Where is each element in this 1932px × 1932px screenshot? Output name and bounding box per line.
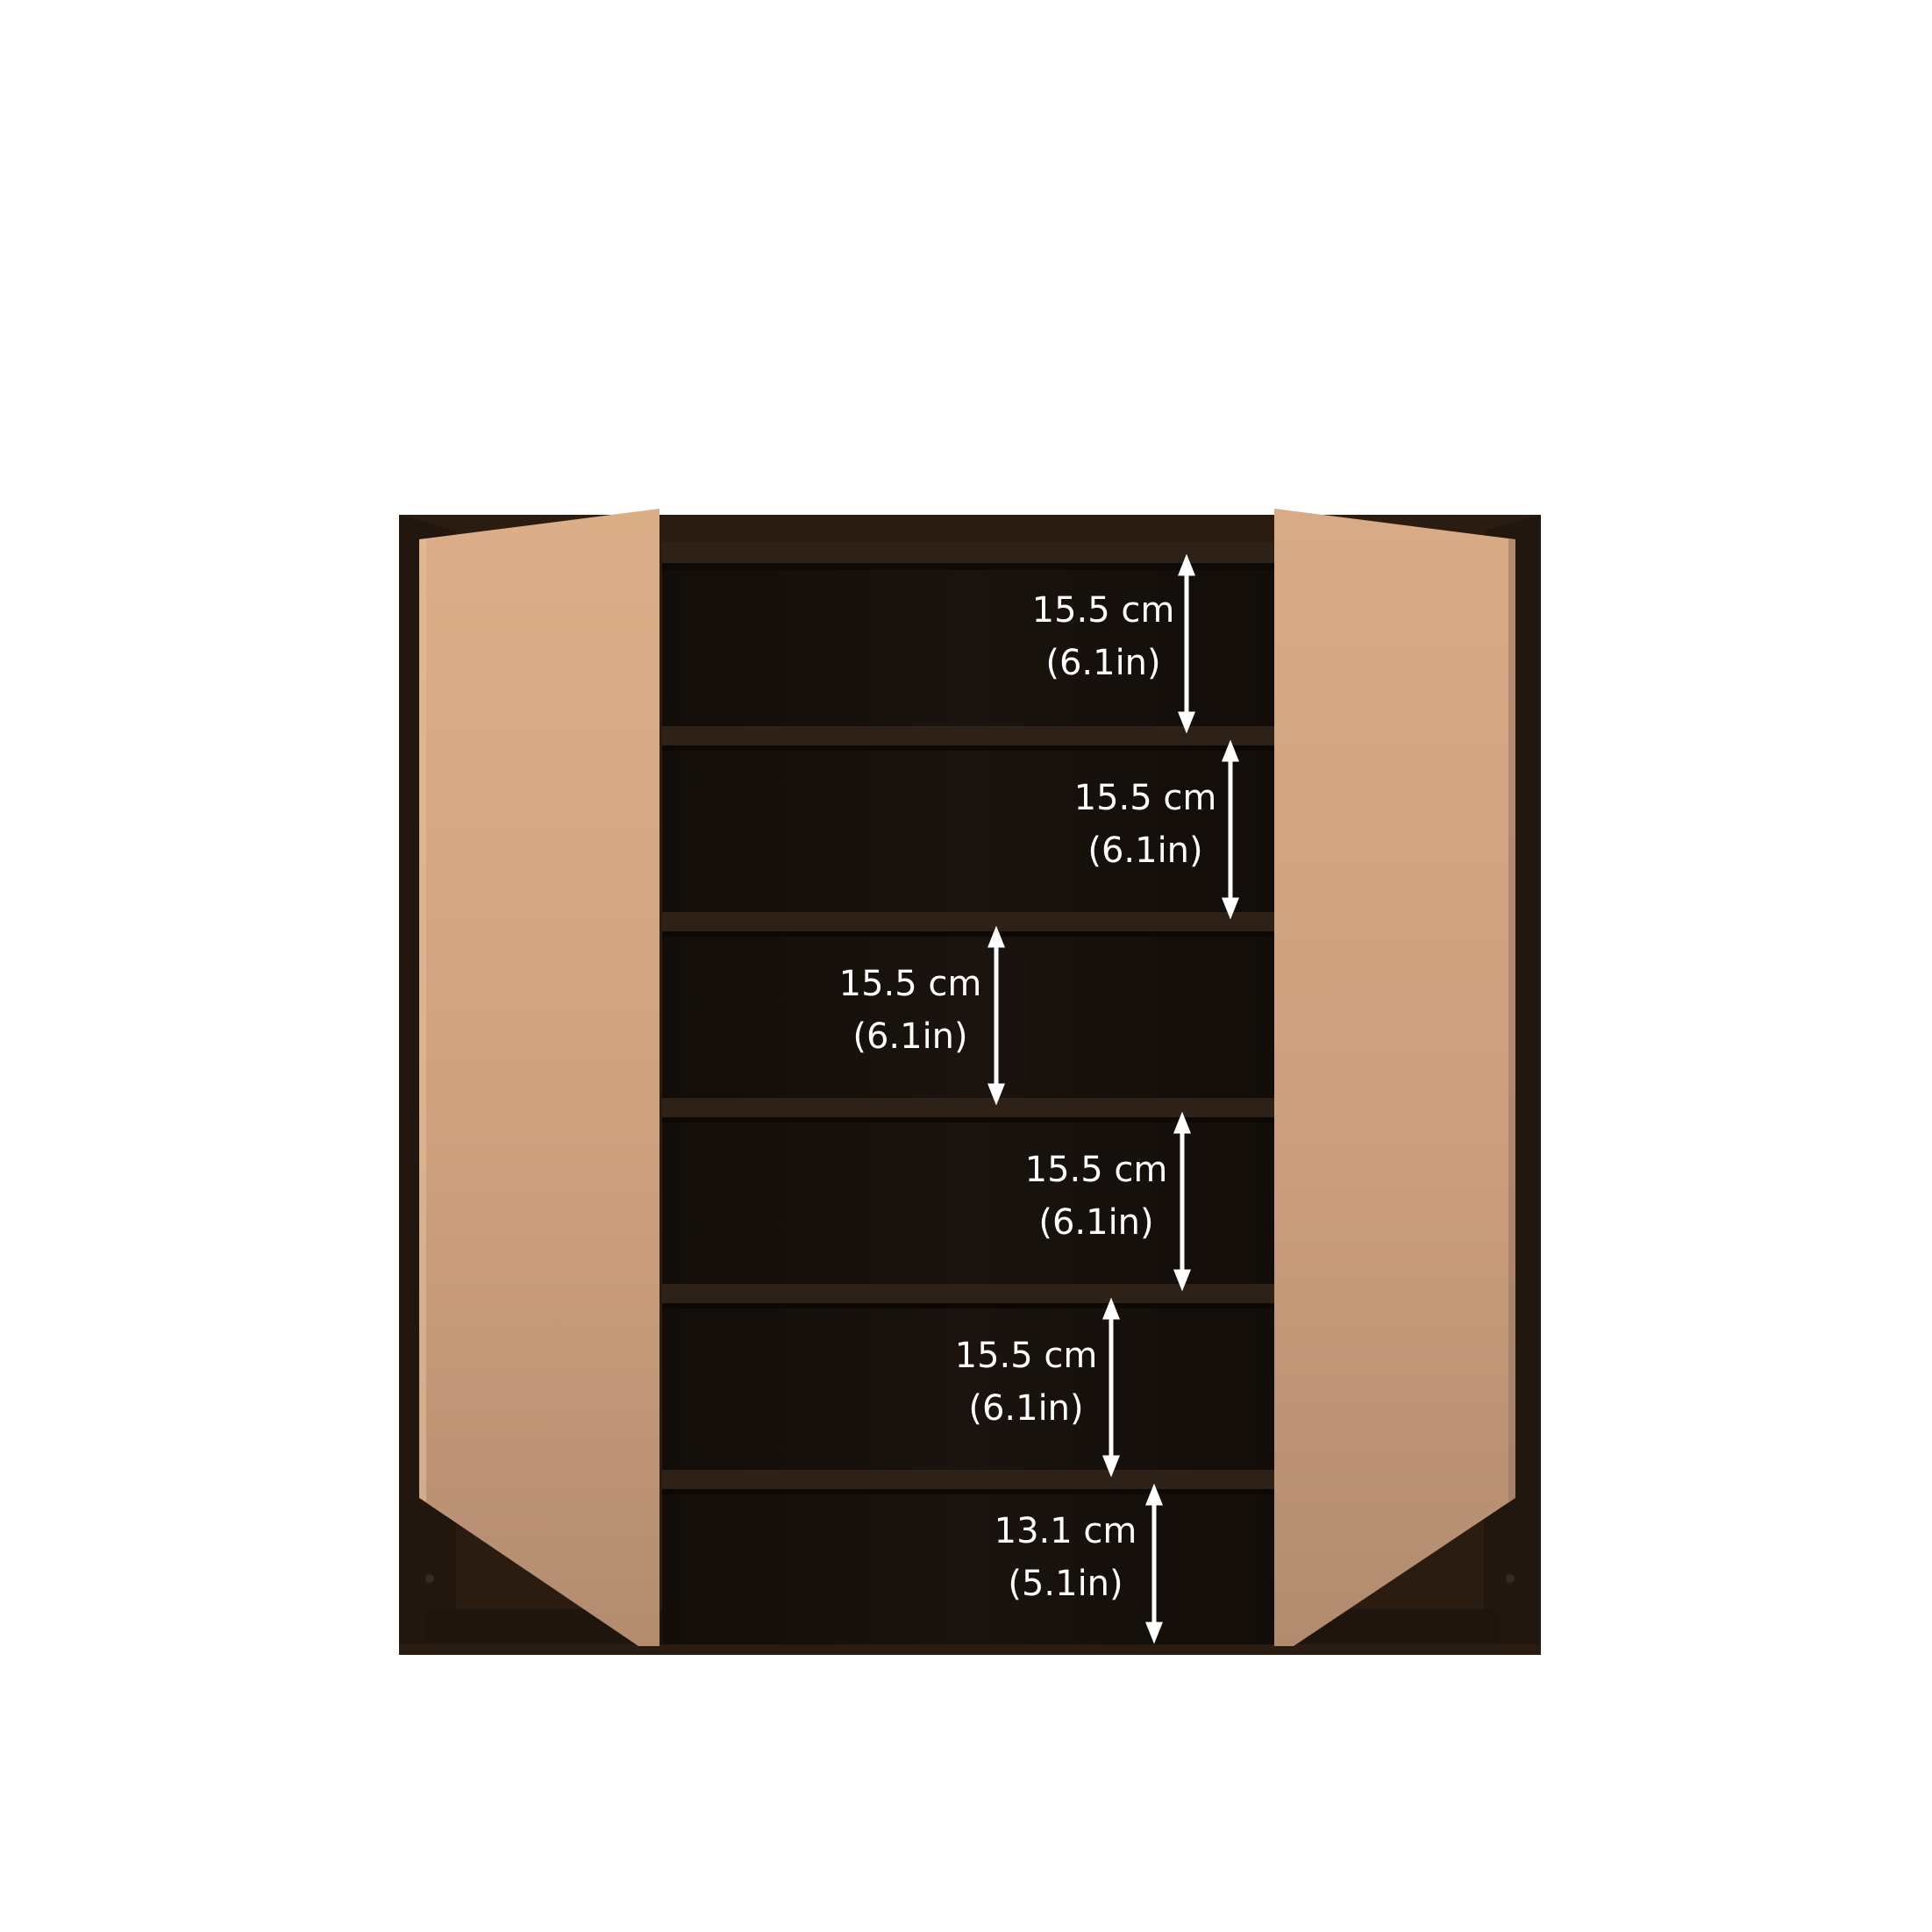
dimension-inch: (6.1in) <box>1045 643 1161 683</box>
right-door-edge <box>1508 538 1515 1501</box>
dimension-cm: 13.1 cm <box>994 1511 1137 1551</box>
dimension-label-5: 15.5 cm (6.1in) <box>955 1330 1098 1435</box>
dimension-label-6: 13.1 cm (5.1in) <box>995 1505 1137 1610</box>
left-door <box>419 509 659 1646</box>
shelf <box>662 1284 1276 1308</box>
dimension-cm: 15.5 cm <box>838 964 982 1004</box>
dimension-cm: 15.5 cm <box>1073 778 1217 818</box>
cabinet-base <box>399 1644 1541 1655</box>
left-door-edge <box>419 538 426 1501</box>
dimension-label-2: 15.5 cm (6.1in) <box>1074 772 1217 877</box>
top-board-shadow <box>662 563 1276 570</box>
dimension-inch: (6.1in) <box>1038 1202 1154 1243</box>
top-board <box>662 542 1276 563</box>
shelf <box>662 1098 1276 1123</box>
dimension-inch: (6.1in) <box>968 1388 1084 1429</box>
dimension-label-4: 15.5 cm (6.1in) <box>1025 1144 1168 1249</box>
dimension-inch: (5.1in) <box>1008 1564 1123 1604</box>
dimension-label-3: 15.5 cm (6.1in) <box>839 958 982 1063</box>
shelf <box>662 1470 1276 1494</box>
dimension-cm: 15.5 cm <box>954 1336 1098 1376</box>
dimension-cm: 15.5 cm <box>1031 590 1175 631</box>
dimension-inch: (6.1in) <box>852 1016 968 1057</box>
shelf-pin-right <box>1506 1574 1515 1583</box>
dimension-arrows <box>987 553 1239 1644</box>
shelf-pin-left <box>425 1574 434 1583</box>
right-door <box>1274 509 1515 1646</box>
dimension-cm: 15.5 cm <box>1024 1150 1168 1190</box>
shelves <box>662 726 1276 1494</box>
dimension-inch: (6.1in) <box>1087 831 1203 871</box>
shelf <box>662 912 1276 937</box>
shelf <box>662 726 1276 751</box>
dimension-label-1: 15.5 cm (6.1in) <box>1032 584 1175 689</box>
